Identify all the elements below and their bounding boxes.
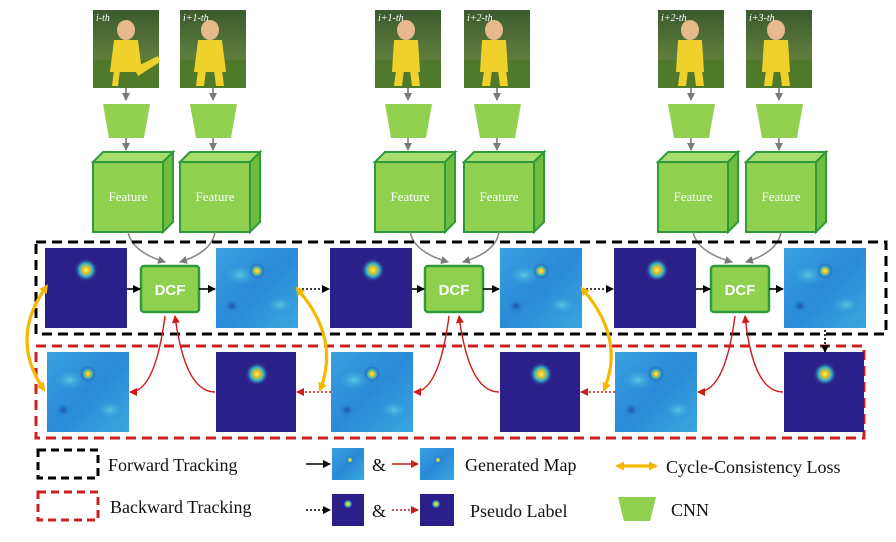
frame-image: i+1-th [375, 10, 441, 88]
feature-cube-icon: Feature [743, 149, 829, 235]
legend-cnn-label: CNN [671, 500, 709, 520]
response-map-icon [420, 494, 454, 526]
dcf-box-icon: DCF [423, 264, 485, 314]
frame-image: i+1-th [180, 10, 246, 88]
cnn-trapezoid-icon [618, 497, 656, 521]
response-map-icon [332, 448, 364, 480]
dcf-label: DCF [725, 282, 756, 299]
response-map-icon [216, 248, 298, 328]
legend-backward-label: Backward Tracking [110, 497, 251, 517]
frame-label: i+1-th [183, 13, 209, 24]
cnn-to-feature-arrows [122, 138, 783, 151]
dcf-box-icon: DCF [709, 264, 771, 314]
feature-to-dcf-arrows [127, 231, 782, 264]
response-map-icon [615, 352, 697, 432]
dcf-label: DCF [439, 282, 470, 299]
frame-image: i+3-th [746, 10, 812, 88]
cnn-trapezoid-icon [103, 104, 150, 138]
response-map-icon [420, 448, 454, 480]
response-map-icon [331, 352, 413, 432]
feature-row: Feature Feature Feature Feature Feature [90, 149, 829, 235]
frame-label: i-th [96, 13, 110, 24]
feature-label: Feature [109, 189, 148, 204]
legend-amp: & [372, 501, 386, 521]
legend-pseudo-label-label: Pseudo Label [470, 501, 567, 521]
feature-cube-icon: Feature [90, 149, 176, 235]
cnn-trapezoid-icon [385, 104, 432, 138]
cnn-trapezoid-icon [474, 104, 521, 138]
feature-label: Feature [391, 189, 430, 204]
cnn-row [103, 104, 803, 138]
frame-label: i+3-th [749, 13, 775, 24]
response-map-icon [47, 352, 129, 432]
photo-to-cnn-arrows [122, 88, 783, 101]
legend-cycle-loss-label: Cycle-Consistency Loss [666, 457, 840, 477]
feature-cube-icon: Feature [461, 149, 547, 235]
response-map-icon [784, 352, 864, 432]
cycle-consistency-arrows [25, 284, 613, 392]
legend: Forward Tracking Backward Tracking & Gen… [36, 448, 840, 526]
backward-red-arrows [129, 315, 784, 396]
cnn-trapezoid-icon [190, 104, 237, 138]
legend-forward-label: Forward Tracking [108, 455, 238, 475]
legend-amp: & [372, 455, 386, 475]
response-map-icon [500, 248, 582, 328]
cnn-trapezoid-icon [668, 104, 715, 138]
backward-tracking-box [34, 344, 866, 440]
frame-group-1: i-th i+1-th [93, 10, 246, 88]
legend-generated-map-label: Generated Map [465, 455, 576, 475]
response-map-icon [784, 248, 866, 328]
frame-image: i+2-th [658, 10, 724, 88]
feature-label: Feature [674, 189, 713, 204]
dcf-label: DCF [155, 282, 186, 299]
response-map-icon [45, 248, 127, 328]
cnn-trapezoid-icon [756, 104, 803, 138]
frame-group-3: i+2-th i+3-th [658, 10, 812, 88]
frame-label: i+2-th [467, 13, 493, 24]
feature-label: Feature [196, 189, 235, 204]
response-map-icon [500, 352, 580, 432]
response-map-icon [216, 352, 296, 432]
frame-label: i+2-th [661, 13, 687, 24]
frame-label: i+1-th [378, 13, 404, 24]
forward-tracking-box [34, 240, 888, 336]
feature-cube-icon: Feature [177, 149, 263, 235]
response-map-icon [332, 494, 364, 526]
feature-cube-icon: Feature [372, 149, 458, 235]
legend-forward-swatch [36, 448, 100, 480]
response-map-icon [614, 248, 696, 328]
feature-label: Feature [762, 189, 801, 204]
frame-image: i-th [93, 10, 160, 88]
response-map-icon [330, 248, 412, 328]
feature-label: Feature [480, 189, 519, 204]
dcf-box-icon: DCF [139, 264, 201, 314]
frame-image: i+2-th [464, 10, 530, 88]
feature-cube-icon: Feature [655, 149, 741, 235]
frame-group-2: i+1-th i+2-th [375, 10, 530, 88]
legend-backward-swatch [36, 490, 100, 522]
